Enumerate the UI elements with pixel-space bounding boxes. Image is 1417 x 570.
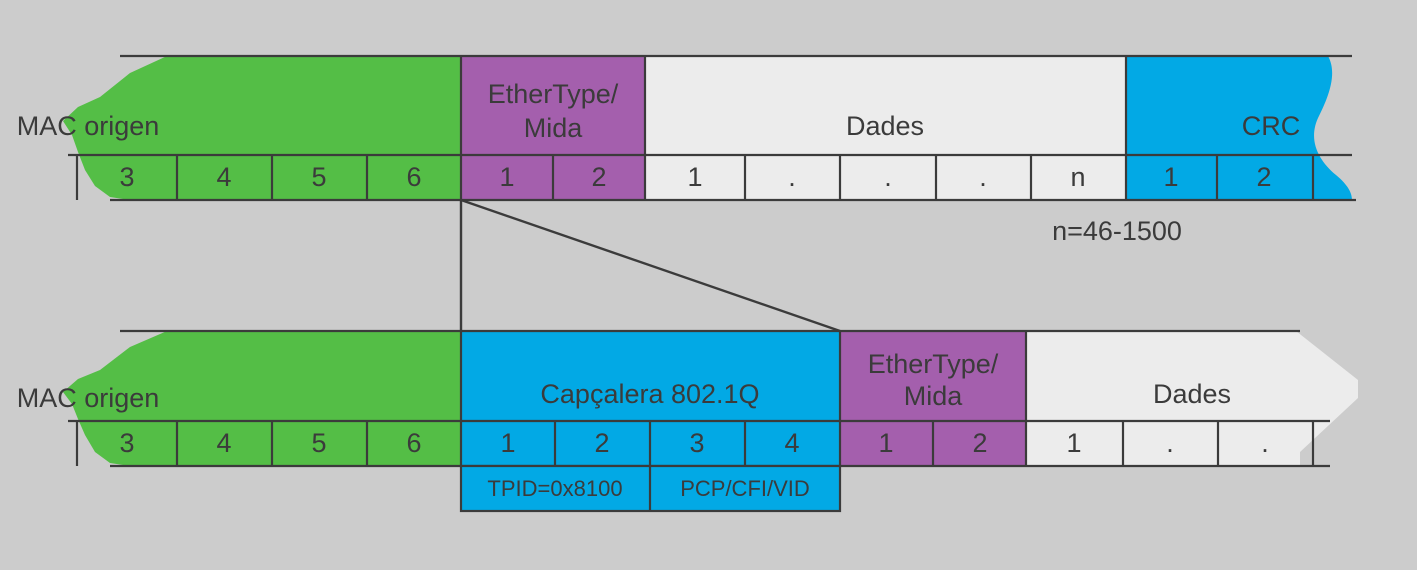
- bottom-label-ethertype-line1: EtherType/: [868, 349, 999, 379]
- connector-lines: [459, 198, 841, 333]
- bottom-byte-12: .: [1261, 428, 1269, 458]
- top-label-ethertype-line1: EtherType/: [488, 79, 619, 109]
- top-label-ethertype-line2: Mida: [524, 113, 584, 143]
- top-byte-0: 3: [119, 162, 134, 192]
- bottom-byte-1: 4: [216, 428, 231, 458]
- top-byte-5: 2: [591, 162, 606, 192]
- bottom-tag-label-pcp: PCP/CFI/VID: [680, 476, 810, 501]
- top-byte-10: n: [1070, 162, 1085, 192]
- bottom-byte-11: .: [1166, 428, 1174, 458]
- bottom-label-capcalera: Capçalera 802.1Q: [540, 379, 759, 409]
- top-byte-1: 4: [216, 162, 231, 192]
- top-byte-6: 1: [687, 162, 702, 192]
- bottom-byte-2: 5: [311, 428, 326, 458]
- bottom-byte-5: 2: [594, 428, 609, 458]
- bottom-segment-dades: [1026, 331, 1358, 466]
- bottom-byte-10: 1: [1066, 428, 1081, 458]
- bottom-byte-8: 1: [878, 428, 893, 458]
- bottom-byte-grid: [75, 421, 1315, 466]
- top-label-dades: Dades: [846, 111, 924, 141]
- top-byte-3: 6: [406, 162, 421, 192]
- top-byte-7: .: [788, 162, 796, 192]
- bottom-byte-9: 2: [972, 428, 987, 458]
- top-label-crc: CRC: [1242, 111, 1301, 141]
- top-byte-11: 1: [1163, 162, 1178, 192]
- top-byte-8: .: [884, 162, 892, 192]
- bottom-tag-label-tpid: TPID=0x8100: [487, 476, 622, 501]
- top-frame: MAC origen EtherType/ Mida Dades CRC 3 4…: [17, 54, 1356, 246]
- top-byte-12: 2: [1256, 162, 1271, 192]
- bottom-label-dades: Dades: [1153, 379, 1231, 409]
- top-segment-mac-origen: [63, 56, 461, 200]
- bottom-byte-4: 1: [500, 428, 515, 458]
- bottom-byte-0: 3: [119, 428, 134, 458]
- bottom-frame: MAC origen Capçalera 802.1Q EtherType/ M…: [17, 329, 1358, 513]
- top-segment-crc: [1126, 56, 1352, 200]
- top-byte-9: .: [979, 162, 987, 192]
- bottom-label-ethertype-line2: Mida: [904, 381, 964, 411]
- bottom-byte-3: 6: [406, 428, 421, 458]
- connector-diagonal: [460, 198, 841, 333]
- top-frame-note: n=46-1500: [1052, 216, 1182, 246]
- top-segment-dades: [645, 56, 1126, 200]
- bottom-tag-detail-pcp: [650, 466, 840, 511]
- bottom-byte-6: 3: [689, 428, 704, 458]
- bottom-segment-mac-origen: [63, 331, 461, 466]
- bottom-tag-detail-tpid: [461, 466, 650, 511]
- top-byte-2: 5: [311, 162, 326, 192]
- bottom-label-mac-origen: MAC origen: [17, 383, 160, 413]
- top-byte-4: 1: [499, 162, 514, 192]
- top-label-mac-origen: MAC origen: [17, 111, 160, 141]
- top-byte-grid: [75, 155, 1315, 200]
- bottom-byte-7: 4: [784, 428, 799, 458]
